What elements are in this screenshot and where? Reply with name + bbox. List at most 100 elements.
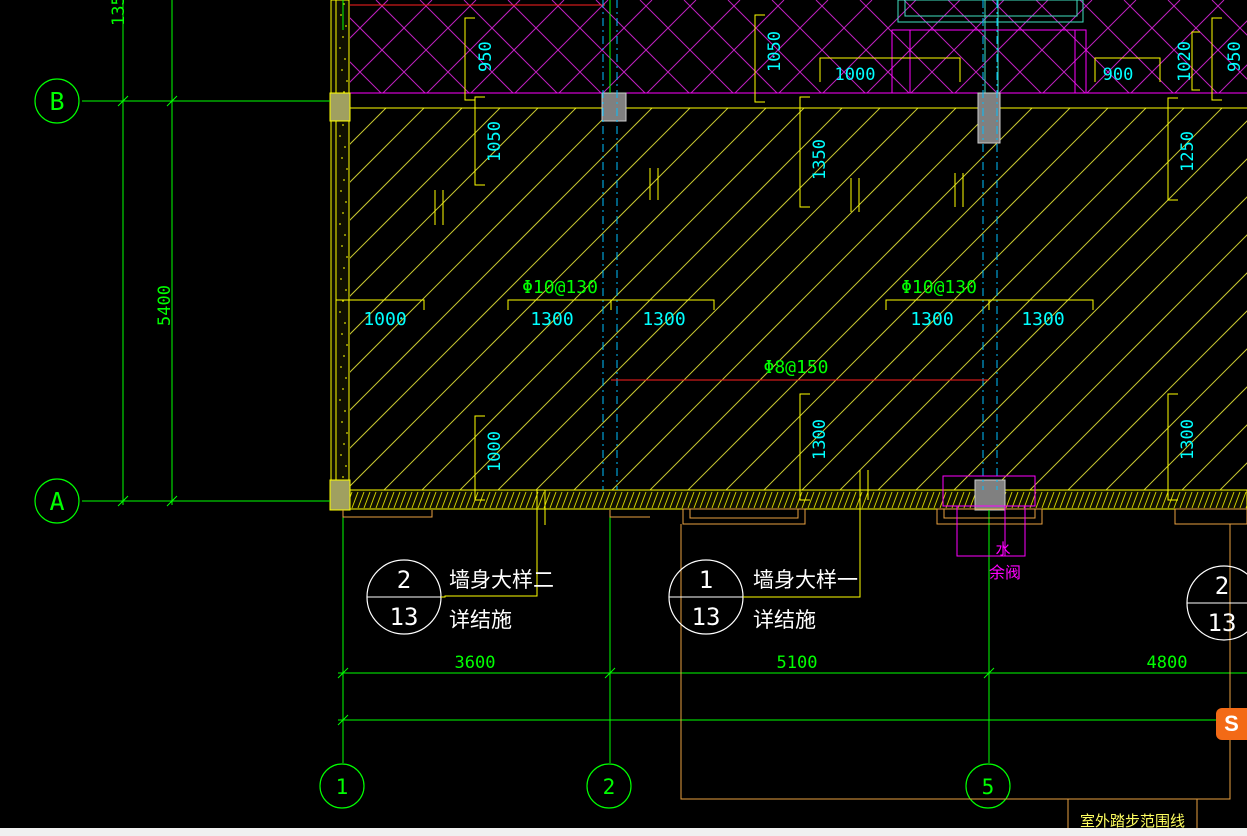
dim-3600: 3600 xyxy=(455,653,496,673)
detail-callout-right[interactable]: 2 13 xyxy=(1186,565,1247,641)
wall-speckle xyxy=(341,69,343,71)
upper-hatch-line xyxy=(1211,0,1247,36)
bottom-wall-hatch-line xyxy=(483,491,491,509)
wall-speckle xyxy=(342,300,344,302)
axis-bubble-b[interactable]: B xyxy=(34,78,80,124)
axis-bubble-2[interactable]: 2 xyxy=(586,763,632,809)
bottom-wall-hatch-line xyxy=(729,491,737,509)
bottom-wall-hatch-line xyxy=(885,491,893,509)
wall-speckle xyxy=(342,36,344,38)
bottom-wall-hatch-line xyxy=(717,491,725,509)
slab-hatch-line xyxy=(611,108,995,490)
dim-135: 135 xyxy=(109,0,129,26)
bottom-wall-hatch-line xyxy=(963,491,971,509)
rebar-label-top-right: Φ10@130 xyxy=(901,277,977,298)
slab-hatch-line xyxy=(687,108,1071,490)
horizontal-dimensions xyxy=(337,667,1247,726)
wall-speckle xyxy=(343,179,345,181)
bottom-wall-hatch-line xyxy=(765,491,773,509)
bottom-wall-hatch-line xyxy=(723,491,731,509)
bottom-wall-hatch-line xyxy=(753,491,761,509)
bottom-wall-hatch-line xyxy=(1095,491,1103,509)
bottom-wall-hatch-line xyxy=(1053,491,1061,509)
slab-hatch-line xyxy=(0,100,14,500)
upper-hatch-line xyxy=(200,0,300,100)
bottom-wall-hatch-line xyxy=(417,491,425,509)
pipe-marker xyxy=(942,475,1036,557)
outdoor-step-label: 室外踏步范围线 xyxy=(1080,812,1185,830)
bottom-wall-hatch-line xyxy=(1137,491,1145,509)
bottom-status-strip xyxy=(0,828,1247,836)
wall-speckle xyxy=(339,311,341,313)
rebar-extent-lines xyxy=(335,299,1094,310)
bottom-wall-hatch-line xyxy=(1215,491,1223,509)
bracket-shapes xyxy=(434,14,1222,501)
bottom-wall-hatch-line xyxy=(819,491,827,509)
ime-s-icon[interactable]: S xyxy=(1216,708,1247,740)
bottom-wall-hatch-line xyxy=(657,491,665,509)
bottom-wall-hatch-line xyxy=(927,491,935,509)
wall-speckle xyxy=(345,377,347,379)
wall-speckle xyxy=(346,256,348,258)
wall-speckle xyxy=(344,322,346,324)
bottom-wall-hatch-line xyxy=(597,491,605,509)
bottom-wall-hatch-line xyxy=(759,491,767,509)
bottom-wall-hatch-line xyxy=(1059,491,1067,509)
column-a5 xyxy=(974,479,1006,511)
bracket-dim-upper-950-right: 950 xyxy=(1225,41,1245,72)
bottom-wall-hatch-line xyxy=(1017,491,1025,509)
extent-dim-1000: 1000 xyxy=(363,309,406,330)
axis-bubble-5[interactable]: 5 xyxy=(965,763,1011,809)
bottom-wall-hatch-line xyxy=(405,491,413,509)
axis-bubble-a[interactable]: A xyxy=(34,478,80,524)
extent-dim-1300d: 1300 xyxy=(1021,309,1064,330)
upper-hatch-line xyxy=(639,0,734,93)
slab-hatch-line xyxy=(0,100,128,500)
bottom-wall-hatch-line xyxy=(1161,491,1169,509)
wall-speckle xyxy=(346,80,348,82)
bottom-wall-hatch-line xyxy=(873,491,881,509)
slab-hatch-line xyxy=(350,108,691,449)
bottom-wall-hatch-line xyxy=(1101,491,1109,509)
upper-hatch-line xyxy=(350,0,389,39)
upper-hatch-line xyxy=(1167,0,1247,80)
bottom-wall-hatch-line xyxy=(1041,491,1049,509)
detail-callout-1[interactable]: 1 13 墙身大样一 详结施 xyxy=(668,470,869,635)
slab-hatch-line xyxy=(991,234,1247,490)
bottom-wall-hatch-line xyxy=(453,491,461,509)
bottom-wall-hatch-line xyxy=(441,491,449,509)
dim-5100: 5100 xyxy=(777,653,818,673)
bracket-dim-mid-1350: 1350 xyxy=(810,139,830,180)
upper-hatch-line xyxy=(350,61,382,93)
bottom-wall-hatch-line xyxy=(513,491,521,509)
slab-hatch-line xyxy=(0,100,280,500)
slab-hatch-line xyxy=(350,108,539,297)
bottom-wall-hatch-line xyxy=(447,491,455,509)
bottom-wall-hatch-line xyxy=(903,491,911,509)
wall-speckle xyxy=(341,245,343,247)
wall-speckle xyxy=(340,190,342,192)
bottom-wall-hatch-line xyxy=(687,491,695,509)
bottom-wall-hatch-line xyxy=(813,491,821,509)
bottom-wall-hatch-line xyxy=(603,491,611,509)
axis-bubble-1[interactable]: 1 xyxy=(319,763,365,809)
upper-hatch-line xyxy=(595,0,690,93)
wall-speckle xyxy=(345,289,347,291)
bottom-wall-hatch-line xyxy=(645,491,653,509)
bottom-wall-hatch-line xyxy=(711,491,719,509)
upper-room-hatch xyxy=(200,0,1247,100)
slab-hatch-line xyxy=(350,108,501,259)
bottom-wall-hatch-line xyxy=(387,491,395,509)
detail-callout-2[interactable]: 2 13 墙身大样二 详结施 xyxy=(366,490,554,635)
upper-hatch-line xyxy=(551,0,646,93)
bottom-wall-hatch-line xyxy=(639,491,647,509)
bottom-wall-hatch-line xyxy=(1083,491,1091,509)
upper-hatch-line xyxy=(771,0,866,93)
bottom-wall-hatch-line xyxy=(789,491,797,509)
bracket-dim-upper-900: 900 xyxy=(1103,65,1134,85)
left-wall xyxy=(330,0,350,511)
bottom-wall-hatch-line xyxy=(1191,491,1199,509)
bottom-wall-hatch-line xyxy=(837,491,845,509)
wall-speckle xyxy=(339,47,341,49)
